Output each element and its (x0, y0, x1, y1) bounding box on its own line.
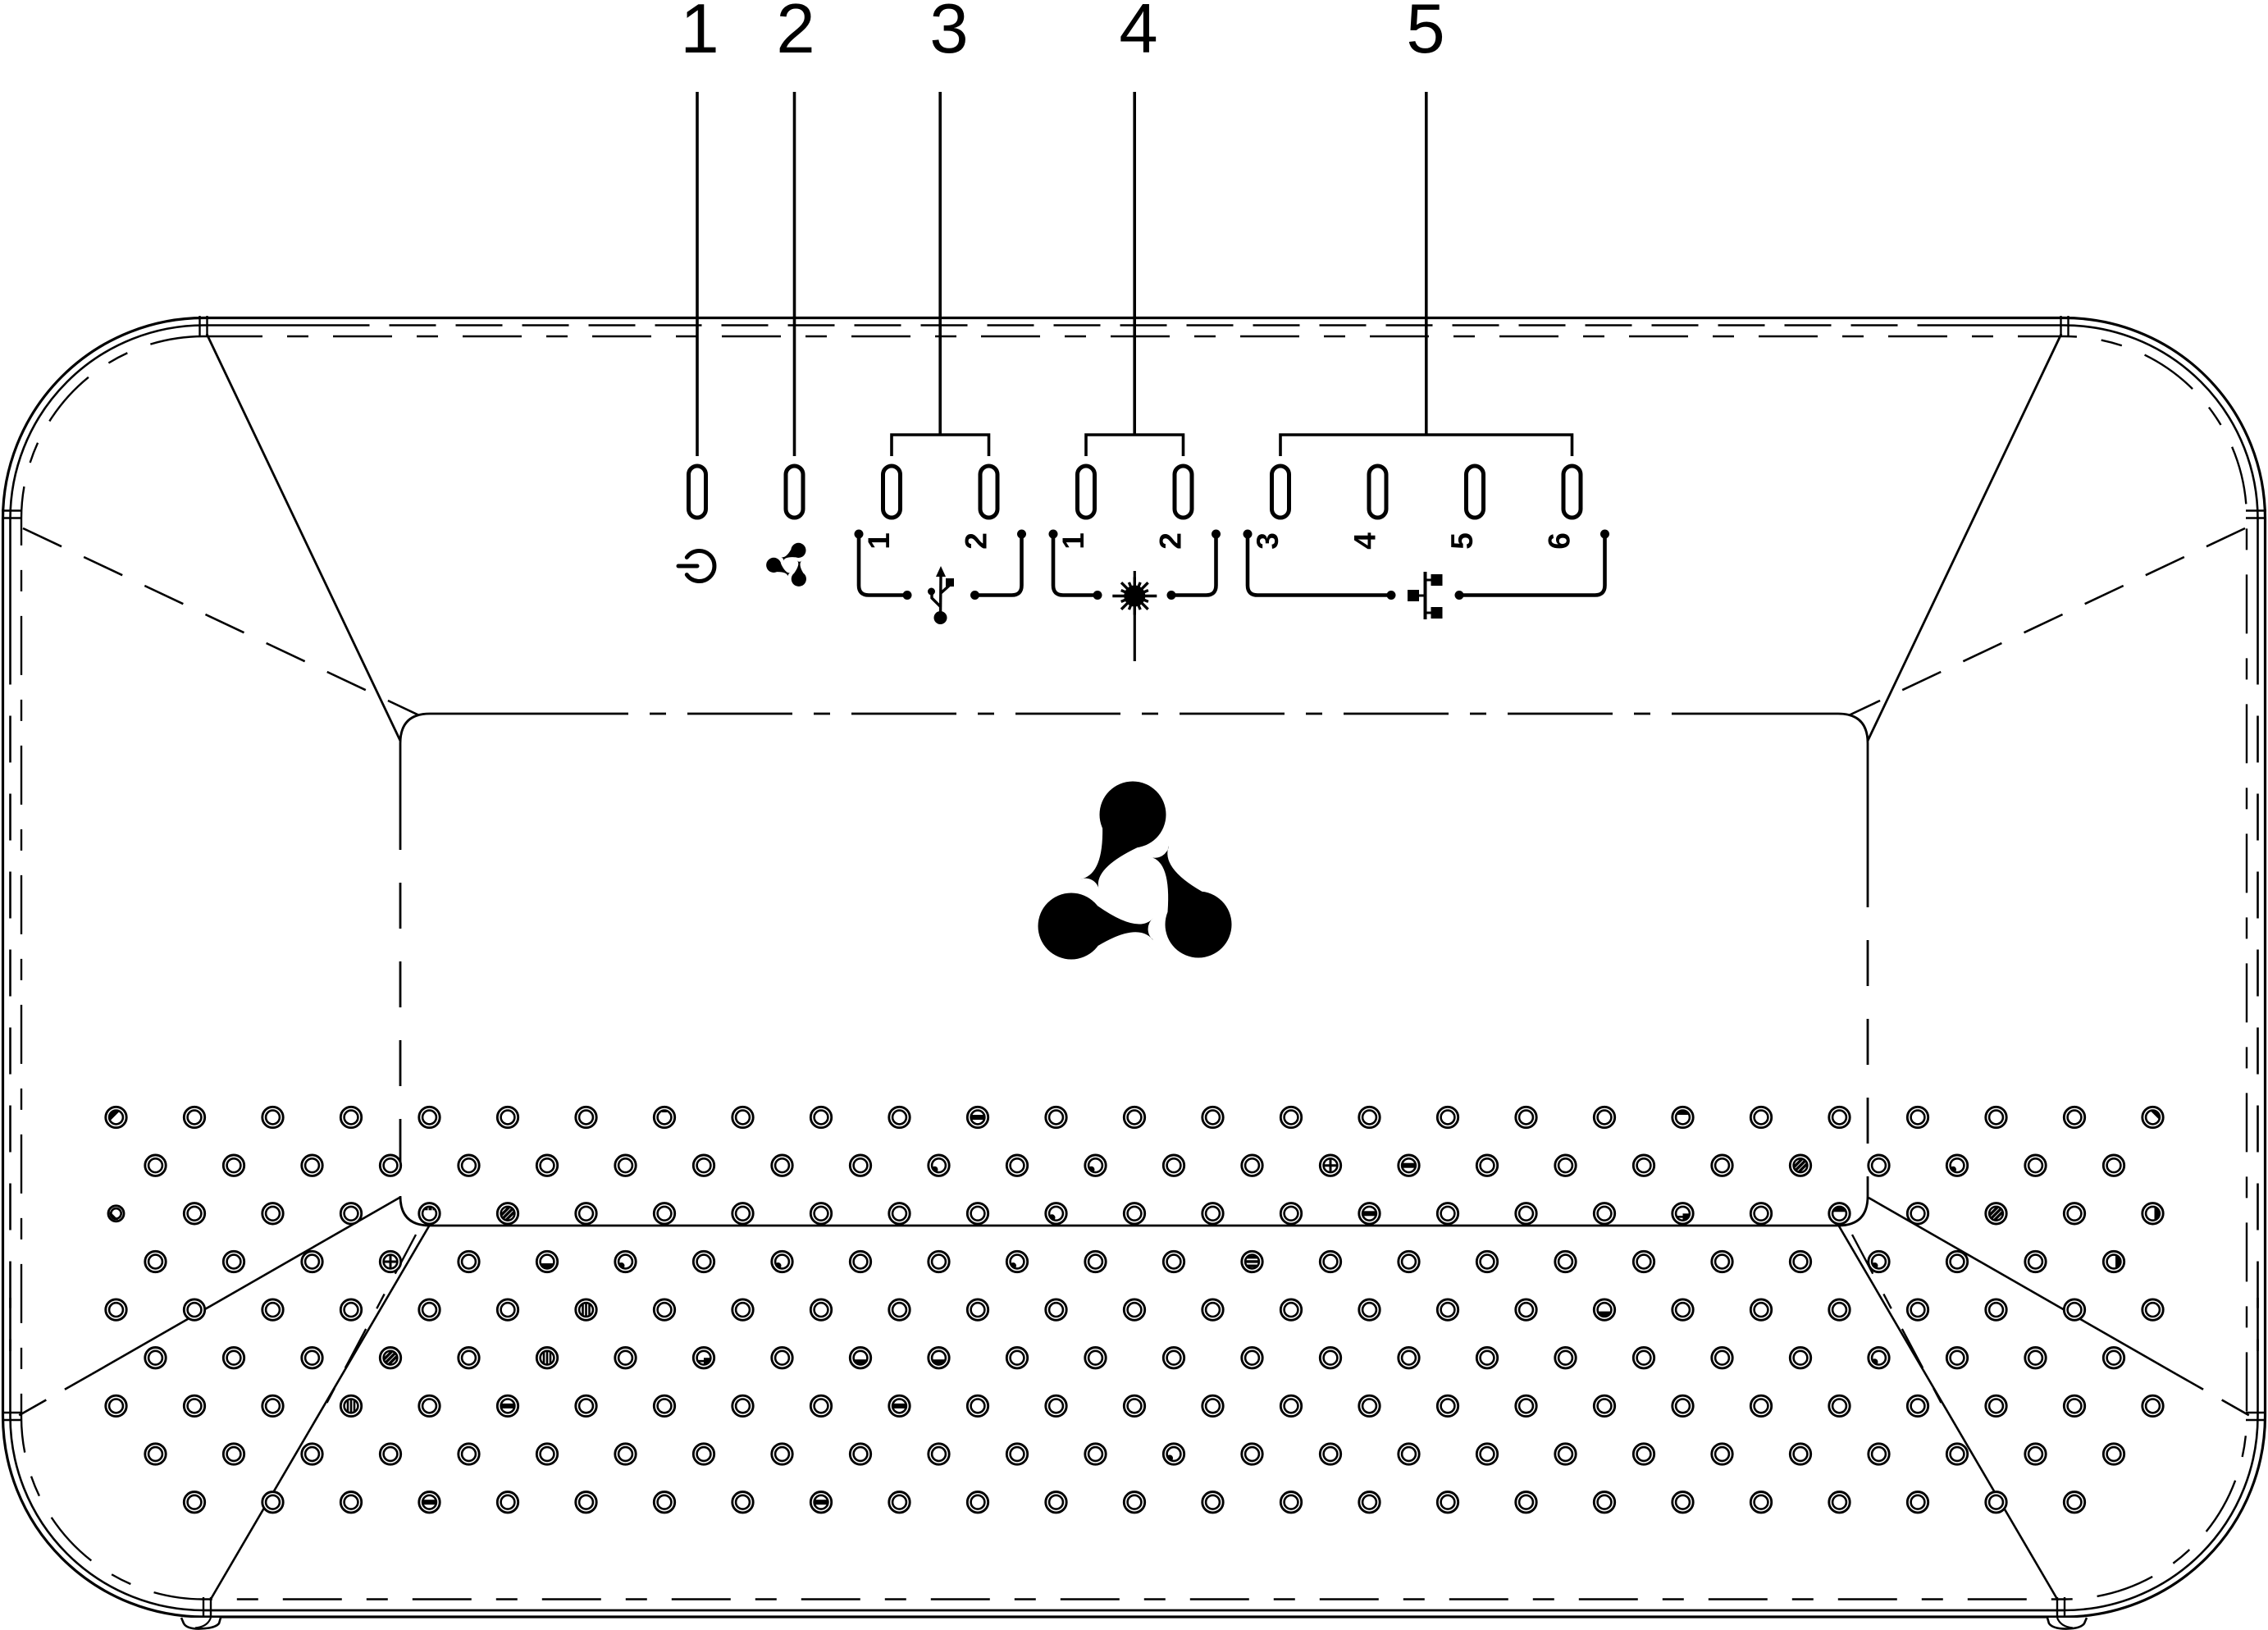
svg-text:5: 5 (1445, 532, 1479, 550)
svg-text:5: 5 (1406, 0, 1444, 68)
svg-text:3: 3 (929, 0, 968, 68)
svg-text:1: 1 (680, 0, 719, 68)
svg-text:2: 2 (1154, 532, 1188, 550)
svg-text:4: 4 (1348, 532, 1382, 550)
svg-text:1: 1 (862, 532, 896, 550)
svg-text:4: 4 (1119, 0, 1157, 68)
svg-text:3: 3 (1251, 532, 1285, 550)
svg-text:6: 6 (1543, 532, 1577, 550)
svg-text:2: 2 (776, 0, 815, 68)
svg-text:2: 2 (960, 532, 993, 550)
svg-text:1: 1 (1056, 532, 1090, 550)
